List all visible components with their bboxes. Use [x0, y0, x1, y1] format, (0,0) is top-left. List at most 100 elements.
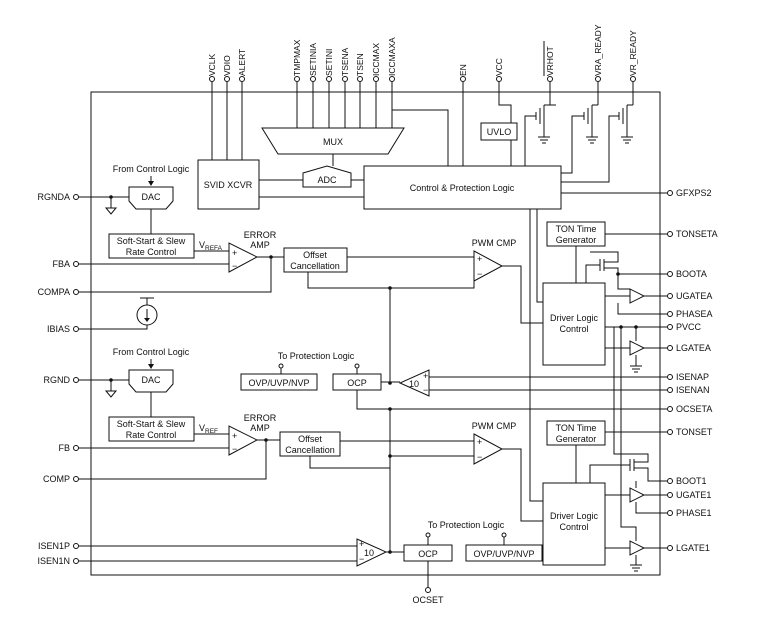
- error-amp-a-label-1: ERROR: [244, 230, 277, 240]
- pin-vcc-terminal: [496, 76, 502, 82]
- ovp-uvp-nvp-a-block: [240, 373, 318, 391]
- driver-b-label-2: Control: [559, 522, 588, 532]
- pin-fba-label: FBA: [52, 259, 70, 269]
- ovp-a-label: OVP/UVP/NVP: [248, 378, 309, 388]
- pin-alert-terminal: [239, 76, 245, 82]
- pin-setinia-terminal: [310, 76, 316, 82]
- pin-tmpmax-label: TMPMAX: [292, 39, 302, 76]
- pin-tonseta-terminal: [667, 231, 673, 237]
- pin-pvcc-terminal: [667, 324, 673, 330]
- pin-lgatea-terminal: [667, 345, 673, 351]
- pin-ugate1-label: UGATE1: [676, 490, 711, 500]
- pin-iccmaxa-terminal: [389, 76, 395, 82]
- pin-rgnda-terminal: [73, 194, 79, 200]
- svg-text:+: +: [232, 248, 237, 258]
- offset-cancel-a-block: [283, 247, 348, 273]
- error-amp-b: [228, 425, 259, 456]
- pin-vclk-terminal: [209, 76, 215, 82]
- ocp-b-label: OCP: [418, 549, 438, 559]
- pin-ugatea-terminal: [667, 293, 673, 299]
- from-control-logic-a: From Control Logic: [113, 164, 190, 174]
- ugatea-driver: [629, 288, 646, 304]
- pin-iccmax-label: ICCMAX: [371, 43, 381, 76]
- pin-ugate1-terminal: [667, 492, 673, 498]
- svg-text:+: +: [477, 437, 482, 447]
- pin-isen1n-terminal: [73, 558, 79, 564]
- pin-pvcc-label: PVCC: [676, 322, 702, 332]
- vra-ready-mosfet: [561, 104, 598, 174]
- pin-vr-ready-terminal: [630, 76, 636, 82]
- pin-phasea-terminal: [667, 311, 673, 317]
- svg-text:+: +: [477, 254, 482, 264]
- driver-a-label-1: Driver Logic: [550, 313, 599, 323]
- driver-b-label-1: Driver Logic: [550, 511, 599, 521]
- pin-gfxps2-terminal: [667, 190, 673, 196]
- softstart-b-label-1: Soft-Start & Slew: [117, 419, 186, 429]
- pin-alert-label: ALERT: [237, 49, 247, 76]
- pin-ocset-terminal: [425, 587, 431, 593]
- dac-a-label: DAC: [141, 192, 161, 202]
- offset-cancel-b-block: [279, 431, 341, 457]
- to-protection-logic-b: To Protection Logic: [428, 520, 505, 530]
- softstart-b-block: [108, 416, 195, 442]
- pin-gfxps2-label: GFXPS2: [676, 188, 712, 198]
- adc-label: ADC: [317, 175, 337, 185]
- pin-lgatea-label: LGATEA: [676, 343, 711, 353]
- ocp-a-label: OCP: [347, 378, 367, 388]
- pin-ibias-label: IBIAS: [47, 324, 70, 334]
- pin-setini-terminal: [326, 76, 332, 82]
- pwm-cmp-b: [473, 433, 504, 465]
- pin-iccmax-terminal: [373, 76, 379, 82]
- softstart-a-label-1: Soft-Start & Slew: [117, 236, 186, 246]
- pin-boot1-label: BOOT1: [676, 476, 707, 486]
- ugate1-driver: [629, 487, 646, 503]
- pin-lgate1-label: LGATE1: [676, 543, 710, 553]
- pin-isenap-terminal: [667, 374, 673, 380]
- pin-vclk-label: VCLK: [207, 53, 217, 76]
- svg-text:−: −: [232, 444, 237, 454]
- pin-phase1-terminal: [667, 510, 673, 516]
- pin-iccmaxa-label: ICCMAXA: [387, 37, 397, 76]
- svid-xcvr-label: SVID XCVR: [204, 180, 253, 190]
- isen-amp-b: [356, 538, 388, 567]
- pin-boot1-terminal: [667, 478, 673, 484]
- pin-en-terminal: [460, 76, 466, 82]
- vrhot-mosfet: [524, 104, 556, 166]
- error-amp-a: [228, 242, 259, 273]
- driver-logic-a-block: [542, 282, 606, 366]
- pin-phasea-label: PHASEA: [676, 309, 713, 319]
- driver-logic-b-block: [542, 482, 606, 566]
- pin-comp-terminal: [73, 476, 79, 482]
- pin-vra-ready-label: VRA_READY: [593, 24, 603, 76]
- mux-label: MUX: [323, 137, 343, 147]
- pin-rgnd-label: RGND: [44, 375, 71, 385]
- ton-b-label-2: Generator: [556, 434, 597, 444]
- pin-compa-label: COMPA: [38, 287, 70, 297]
- isen-amp-b-gain: 10: [364, 548, 374, 558]
- pin-fb-label: FB: [58, 443, 70, 453]
- pin-tonset-label: TONSET: [676, 427, 713, 437]
- ovp-b-label: OVP/UVP/NVP: [473, 549, 534, 559]
- pin-tsena-label: TSENA: [340, 47, 350, 76]
- mux-block: [261, 127, 405, 155]
- pin-isenan-label: ISENAN: [676, 385, 710, 395]
- to-protection-logic-a: To Protection Logic: [278, 351, 355, 361]
- svg-text:−: −: [232, 261, 237, 271]
- pin-ocseta-label: OCSETA: [676, 404, 712, 414]
- uvlo-block: [480, 122, 518, 141]
- pin-vdio-label: VDIO: [222, 55, 232, 76]
- offset-a-label-2: Cancellation: [290, 261, 340, 271]
- pin-tonset-terminal: [667, 429, 673, 435]
- isen-amp-a: [398, 369, 430, 397]
- pin-fba-terminal: [73, 261, 79, 267]
- pin-isen1p-terminal: [73, 543, 79, 549]
- pin-lgate1-terminal: [667, 545, 673, 551]
- pin-phase1-label: PHASE1: [676, 508, 712, 518]
- offset-b-label-1: Offset: [298, 434, 322, 444]
- vrefa-label: VREFA: [199, 240, 223, 252]
- pin-isen1p-label: ISEN1P: [38, 541, 70, 551]
- from-control-logic-b: From Control Logic: [113, 347, 190, 357]
- vr-ready-mosfet: [561, 104, 633, 183]
- top-pins: VCLK VDIO ALERT TMPMAX SETINIA SETINI TS…: [207, 24, 638, 166]
